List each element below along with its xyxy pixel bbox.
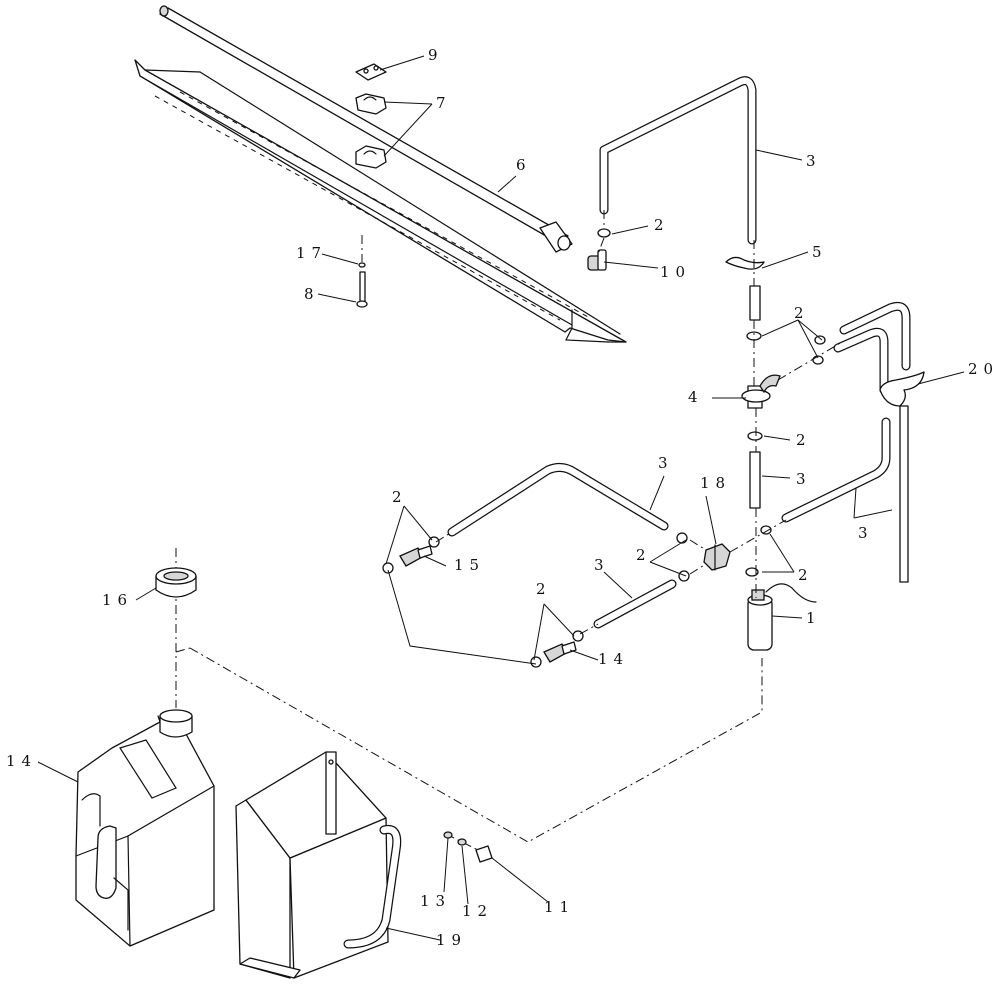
leader-lines: [37, 55, 965, 941]
callout-5: 5: [812, 243, 828, 261]
reservoir-cap: [155, 567, 197, 598]
callout-2: 2: [794, 304, 810, 322]
callout-2: 2: [798, 566, 814, 584]
o-ring: [382, 562, 394, 574]
reservoir-bracket: [235, 751, 402, 979]
rod-clamp-upper: [355, 93, 387, 115]
washer-pump: [747, 583, 817, 651]
hose-connector-upper: [399, 545, 433, 567]
callout-12: 12: [462, 902, 493, 920]
callout-2: 2: [536, 580, 552, 598]
callout-1: 1: [806, 609, 822, 627]
callout-labels: 9 7 6 3 2 17 5 10 8 2 20 4 2 3 3 18 2 3 …: [6, 46, 999, 949]
o-ring: [597, 228, 611, 238]
callout-15: 14: [6, 752, 37, 770]
callout-2: 2: [796, 431, 812, 449]
hose-tee: [703, 543, 731, 571]
hose-upper-loop: [599, 76, 757, 245]
o-ring: [745, 567, 759, 577]
callout-6: 6: [516, 156, 532, 174]
callout-10: 10: [660, 263, 691, 281]
callout-17: 19: [436, 931, 467, 949]
callout-7: 7: [436, 94, 452, 112]
hose-left-bent: [447, 462, 669, 537]
callout-20: 20: [968, 360, 999, 378]
hose-right-bends: [812, 301, 911, 395]
callout-3: 3: [796, 470, 812, 488]
tee-valve: [741, 374, 781, 409]
screw: [475, 845, 493, 863]
callout-16: 16: [102, 591, 133, 609]
o-ring: [678, 570, 690, 582]
callout-3: 3: [658, 454, 674, 472]
callout-2: 2: [636, 546, 652, 564]
o-ring: [530, 656, 542, 668]
o-ring: [676, 532, 688, 544]
callout-2: 2: [392, 488, 408, 506]
callout-8: 8: [304, 285, 320, 303]
callout-19: 18: [700, 474, 731, 492]
clamp-plate: [355, 63, 387, 81]
washer-reservoir: [75, 709, 215, 947]
callout-14: 15: [454, 556, 485, 574]
callout-11: 11: [544, 898, 575, 916]
washer: [443, 831, 453, 839]
callout-3: 3: [594, 556, 610, 574]
rod-clamp-lower: [355, 145, 387, 169]
callout-9: 9: [428, 46, 444, 64]
hose-right-l: [781, 417, 891, 523]
bolt: [356, 235, 368, 308]
hose-connector-lower: [543, 641, 577, 663]
wiper-arm-channel: [134, 59, 627, 343]
callout-3: 3: [806, 152, 822, 170]
hose-straight: [593, 579, 677, 629]
o-ring: [747, 431, 763, 441]
vertical-hose-segment: [749, 451, 761, 509]
callout-18: 17: [296, 244, 327, 262]
o-ring: [760, 525, 772, 535]
short-hose-segment: [749, 285, 761, 321]
callout-13: 13: [420, 892, 451, 910]
callout-2: 2: [654, 216, 670, 234]
assembly-dash-lines: [175, 210, 843, 855]
washer-nozzle-rod: [159, 5, 573, 253]
long-vertical-hose: [899, 405, 909, 583]
callout-14: 14: [598, 650, 629, 668]
callout-4: 4: [688, 388, 704, 406]
elbow-fitting: [587, 249, 607, 271]
hose-clip: [725, 256, 765, 270]
callout-3: 3: [858, 524, 874, 542]
lock-washer: [457, 838, 467, 846]
hose-clamp: [879, 371, 925, 407]
o-ring: [572, 630, 584, 642]
